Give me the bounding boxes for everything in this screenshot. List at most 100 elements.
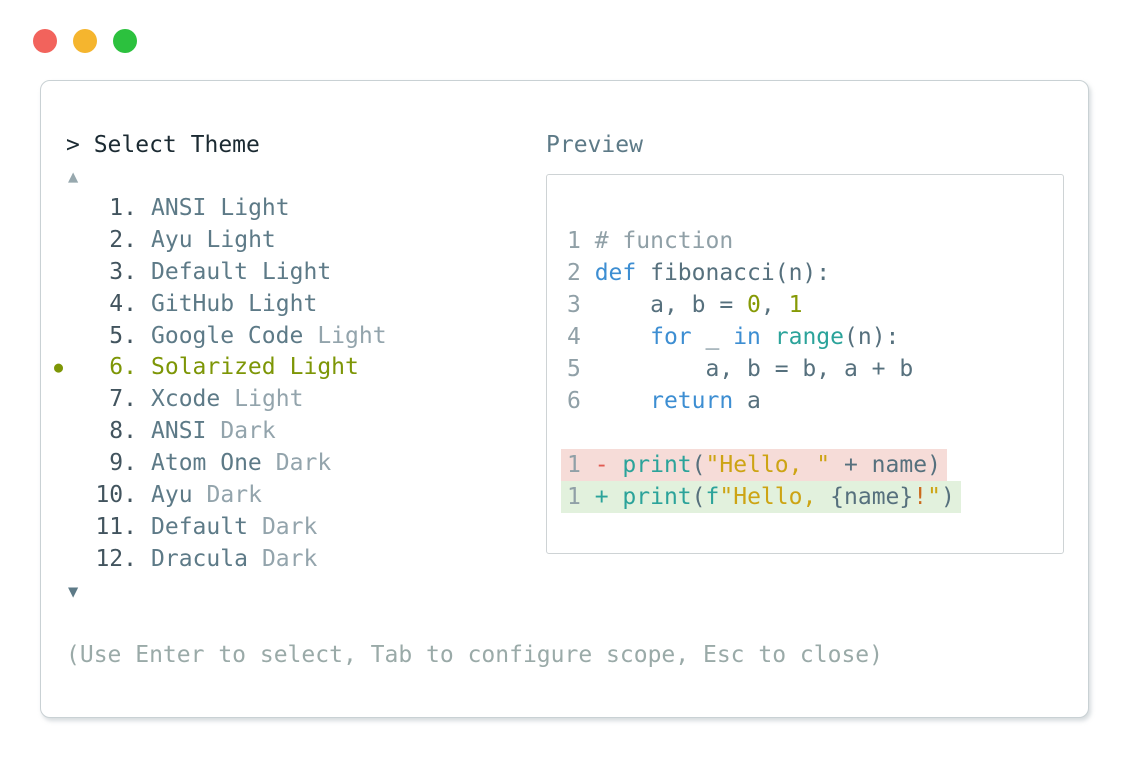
scroll-down-icon[interactable]: ▼: [68, 581, 79, 602]
code-line-content: 3 a, b = 0, 1: [567, 289, 802, 321]
code-token: "Hello,: [719, 484, 831, 510]
help-text: (Use Enter to select, Tab to configure s…: [66, 641, 883, 668]
theme-name: Ayu: [151, 482, 193, 509]
selected-bullet-icon: [54, 448, 81, 480]
code-token: 4: [567, 324, 595, 350]
theme-variant: Light: [261, 258, 332, 285]
code-line-content: 1 # function: [567, 225, 733, 257]
code-token: _: [691, 324, 734, 350]
theme-list-item[interactable]: 3. Default Light: [54, 257, 542, 289]
code-token: -: [594, 452, 623, 478]
theme-variant: Light: [289, 354, 359, 381]
theme-list-item[interactable]: 9. Atom One Dark: [54, 448, 542, 480]
code-line: 6 return a: [567, 385, 1063, 417]
scroll-up-icon[interactable]: ▲: [68, 167, 79, 187]
theme-variant: Dark: [220, 418, 276, 445]
minimize-window-button[interactable]: [73, 29, 97, 53]
theme-name: Default: [151, 513, 248, 540]
code-line-content: 1 - print("Hello, " + name): [561, 449, 947, 481]
code-line: 2 def fibonacci(n):: [567, 257, 1063, 289]
code-line: [567, 417, 1063, 449]
code-token: (n):: [844, 324, 900, 350]
window-controls: [33, 29, 137, 53]
theme-name: GitHub: [151, 290, 235, 317]
code-line-content: 4 for _ in range(n):: [567, 321, 899, 353]
code-token: print: [622, 452, 692, 478]
theme-name: ANSI: [151, 195, 207, 221]
theme-variant: Light: [220, 195, 290, 221]
code-token: 5: [567, 356, 595, 382]
code-token: 0: [747, 292, 761, 318]
close-window-button[interactable]: [33, 29, 57, 53]
theme-name: Atom One: [151, 450, 262, 477]
code-token: !: [913, 484, 928, 510]
code-token: ,: [760, 292, 789, 318]
theme-name: Default: [151, 258, 248, 285]
code-token: # function: [594, 228, 734, 254]
code-token: 3: [567, 292, 595, 318]
theme-number: 11.: [95, 513, 137, 540]
diff-removed-line: 1 - print("Hello, " + name): [561, 449, 1063, 481]
code-token: return: [650, 388, 734, 414]
code-token: [761, 324, 775, 350]
code-token: [595, 388, 650, 414]
selected-bullet-icon: [54, 193, 81, 225]
code-token: ): [940, 484, 955, 510]
code-token: 1: [788, 292, 803, 318]
theme-variant: Light: [206, 226, 276, 253]
theme-number: 9.: [109, 450, 137, 477]
code-token: range: [774, 324, 844, 350]
diff-added-line: 1 + print(f"Hello, {name}!"): [561, 481, 1063, 513]
preview-label: Preview: [546, 132, 643, 158]
selected-bullet-icon: [54, 416, 81, 448]
code-token: {name}: [830, 484, 914, 510]
code-token: +: [594, 484, 623, 510]
code-token: fibonacci(n):: [636, 260, 831, 286]
selected-bullet-icon: [54, 384, 81, 416]
theme-name: ANSI: [151, 418, 207, 445]
code-token: a: [733, 388, 761, 414]
theme-variant: Dark: [261, 545, 318, 572]
code-token: ": [927, 484, 941, 510]
code-token: 1: [567, 484, 595, 510]
theme-list-item[interactable]: 8. ANSI Dark: [54, 416, 542, 448]
code-line: 4 for _ in range(n):: [567, 321, 1063, 353]
theme-number: 6.: [109, 354, 137, 381]
selected-bullet-icon: [54, 544, 81, 576]
theme-number: 3.: [109, 258, 137, 285]
code-line-content: 6 return a: [567, 385, 761, 417]
theme-number: 10.: [95, 482, 137, 509]
zoom-window-button[interactable]: [113, 29, 137, 53]
code-line: 1 # function: [567, 225, 1063, 257]
selected-bullet-icon: [54, 512, 81, 544]
code-token: 6: [567, 388, 595, 414]
code-token: a, b = b, a + b: [594, 356, 914, 382]
code-token: (: [691, 484, 706, 510]
code-line-content: 5 a, b = b, a + b: [567, 353, 913, 385]
theme-variant: Dark: [275, 450, 332, 477]
theme-name: Ayu: [151, 226, 193, 253]
theme-list-item[interactable]: 1. ANSI Light: [54, 193, 542, 225]
theme-name: Dracula: [151, 545, 248, 572]
theme-number: 1.: [109, 195, 137, 221]
theme-name: Google Code: [151, 322, 304, 349]
theme-number: 8.: [109, 418, 137, 445]
theme-variant: Light: [234, 386, 304, 413]
code-token: a, b =: [594, 292, 748, 318]
theme-name: Xcode: [151, 386, 221, 413]
code-token: [595, 324, 650, 350]
code-line: 5 a, b = b, a + b: [567, 353, 1063, 385]
